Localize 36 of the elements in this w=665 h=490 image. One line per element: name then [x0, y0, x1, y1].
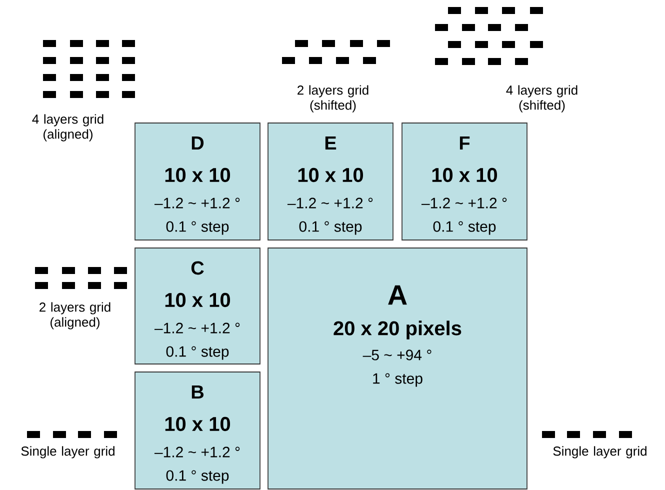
angle-range: –1.2 ~ +1.2 °: [154, 198, 240, 208]
block-box: [134, 372, 260, 490]
angle-step: 0.1 ° step: [433, 221, 496, 235]
block-size: 10 x 10: [298, 168, 364, 182]
grid-caption: 2 layers grid (aligned): [40, 302, 110, 330]
block-letter: B: [192, 385, 204, 399]
block-box: [134, 122, 260, 240]
angle-range: –1.2 ~ +1.2 °: [154, 322, 240, 334]
block-letter: D: [192, 136, 204, 150]
block-letter: A: [388, 285, 407, 305]
angle-step: 0.1 ° step: [299, 221, 362, 235]
angle-step: 0.1 ° step: [166, 470, 229, 484]
angle-range: –1.2 ~ +1.2 °: [154, 446, 240, 458]
block-box: [268, 122, 394, 240]
angle-range: –1.2 ~ +1.2 °: [421, 198, 507, 208]
grid-caption: 4 layers grid (shifted): [506, 85, 578, 112]
angle-range: –5 ~ +94 °: [362, 350, 432, 360]
angle-step: 0.1 ° step: [166, 221, 229, 235]
block-box: [134, 248, 260, 364]
grid-caption: 4 layers grid (aligned): [32, 114, 104, 142]
block-size: 10 x 10: [432, 168, 498, 182]
block-size: 10 x 10: [165, 292, 230, 308]
grid-caption: Single layer grid: [553, 446, 646, 458]
angle-step: 0.1 ° step: [166, 346, 229, 360]
block-size: 20 x 20 pixels: [334, 320, 462, 340]
block-size: 10 x 10: [165, 168, 230, 182]
block-size: 10 x 10: [165, 416, 230, 432]
block-letter: C: [191, 261, 204, 275]
angle-range: –1.2 ~ +1.2 °: [287, 198, 373, 208]
block-letter: E: [325, 136, 336, 150]
grid-caption: 2 layers grid (shifted): [298, 85, 368, 112]
block-letter: F: [460, 136, 470, 150]
angle-step: 1 ° step: [373, 373, 422, 387]
block-box: [402, 122, 528, 240]
block-box: [268, 248, 528, 490]
grid-caption: Single layer grid: [21, 446, 114, 458]
